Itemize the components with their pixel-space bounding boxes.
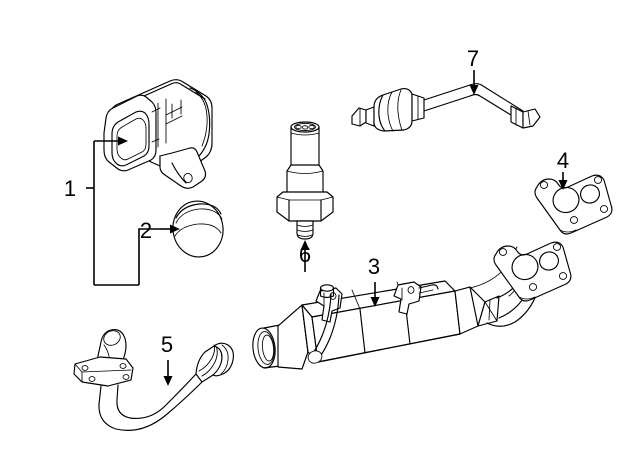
callout-label-1: 1 (64, 176, 76, 201)
callout-label-4: 4 (557, 148, 569, 173)
callout-leader-1-2 (86, 136, 180, 286)
callout-label-3: 3 (368, 254, 380, 279)
part-egr-valve-housing[interactable] (103, 79, 213, 189)
callout-leader-7 (469, 70, 479, 95)
callout-label-7: 7 (467, 46, 479, 71)
part-seal-ring[interactable] (169, 198, 226, 260)
part-egr-crossover-pipe[interactable] (73, 328, 235, 431)
callout-label-6: 6 (299, 242, 311, 267)
part-egr-cooler[interactable] (251, 241, 572, 370)
part-exhaust-flange-gasket[interactable] (534, 174, 613, 235)
callout-leader-4 (558, 172, 568, 190)
callout-leader-3 (370, 282, 380, 307)
callout-leader-6 (300, 240, 310, 272)
callout-label-5: 5 (161, 332, 173, 357)
callout-leader-5 (163, 360, 173, 386)
part-temperature-sensor[interactable] (276, 121, 334, 240)
callout-label-2: 2 (140, 218, 152, 243)
part-exhaust-gas-sensor[interactable] (351, 83, 541, 132)
